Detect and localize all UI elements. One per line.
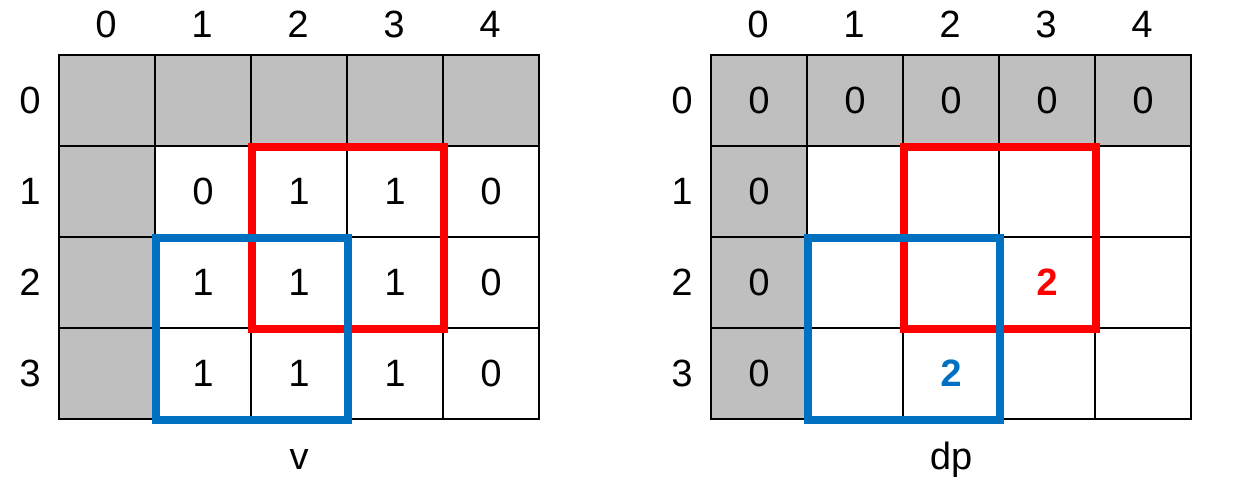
dp-cell-r2-c4 [1096,238,1190,327]
dp-cell-r1-c2 [904,147,998,236]
dp-col-header-1: 1 [843,3,865,46]
v-cell-r1-c0 [60,147,154,236]
dp-cell-r1-c3 [1000,147,1094,236]
v-col-header-1: 1 [191,3,213,46]
v-col-header-4: 4 [479,3,501,46]
dp-cell-r0-c3: 0 [1000,56,1094,145]
v-col-header-0: 0 [95,3,117,46]
dp-row-header-2: 2 [671,262,693,304]
v-cell-r2-c0 [60,238,154,327]
v-row-header-1: 1 [19,171,41,213]
v-cell-r1-c3: 1 [348,147,442,236]
dp-cell-r0-c1: 0 [808,56,902,145]
v-cell-r1-c4: 0 [444,147,538,236]
dp-cell-r0-c4: 0 [1096,56,1190,145]
v-col-header-3: 3 [383,3,405,46]
v-blue-window [152,234,352,424]
v-cell-r3-c1: 1 [156,329,250,418]
dp-cell-r0-c0: 0 [712,56,806,145]
dp-cell-r2-c3: 2 [1000,238,1094,327]
v-cell-r3-c3: 1 [348,329,442,418]
v-cell-r2-c4: 0 [444,238,538,327]
v-row-header-3: 3 [19,353,41,395]
v-cell-r3-c0 [60,329,154,418]
dp-blue-window [804,234,1004,424]
dp-cell-r3-c3 [1000,329,1094,418]
v-row-header-2: 2 [19,262,41,304]
dp-cell-r1-c1 [808,147,902,236]
dp-cell-r3-c2: 2 [904,329,998,418]
v-cell-r2-c1: 1 [156,238,250,327]
dp-col-header-0: 0 [747,3,769,46]
v-cell-r0-c0 [60,56,154,145]
v-row-header-0: 0 [19,80,41,122]
v-cell-r1-c1: 0 [156,147,250,236]
dp-cell-r3-c0: 0 [712,329,806,418]
dp-cell-r2-c0: 0 [712,238,806,327]
dp-cell-r1-c0: 0 [712,147,806,236]
v-cell-r1-c2: 1 [252,147,346,236]
v-cell-r2-c2: 1 [252,238,346,327]
dp-col-header-4: 4 [1131,3,1153,46]
v-col-header-2: 2 [287,3,309,46]
dp-row-header-3: 3 [671,353,693,395]
dp-col-header-3: 3 [1035,3,1057,46]
v-cell-r3-c4: 0 [444,329,538,418]
v-cell-r3-c2: 1 [252,329,346,418]
v-cell-r0-c1 [156,56,250,145]
dp-cell-r2-c1 [808,238,902,327]
v-cell-r2-c3: 1 [348,238,442,327]
dp-cell-r3-c4 [1096,329,1190,418]
dp-label: dp [929,435,973,478]
dp-cell-r0-c2: 0 [904,56,998,145]
dp-cell-r1-c4 [1096,147,1190,236]
v-label: v [289,435,309,478]
dp-row-header-0: 0 [671,80,693,122]
dp-cell-r3-c1 [808,329,902,418]
dp-cell-r2-c2 [904,238,998,327]
dp-row-header-1: 1 [671,171,693,213]
v-cell-r0-c4 [444,56,538,145]
v-cell-r0-c2 [252,56,346,145]
dp-col-header-2: 2 [939,3,961,46]
v-cell-r0-c3 [348,56,442,145]
